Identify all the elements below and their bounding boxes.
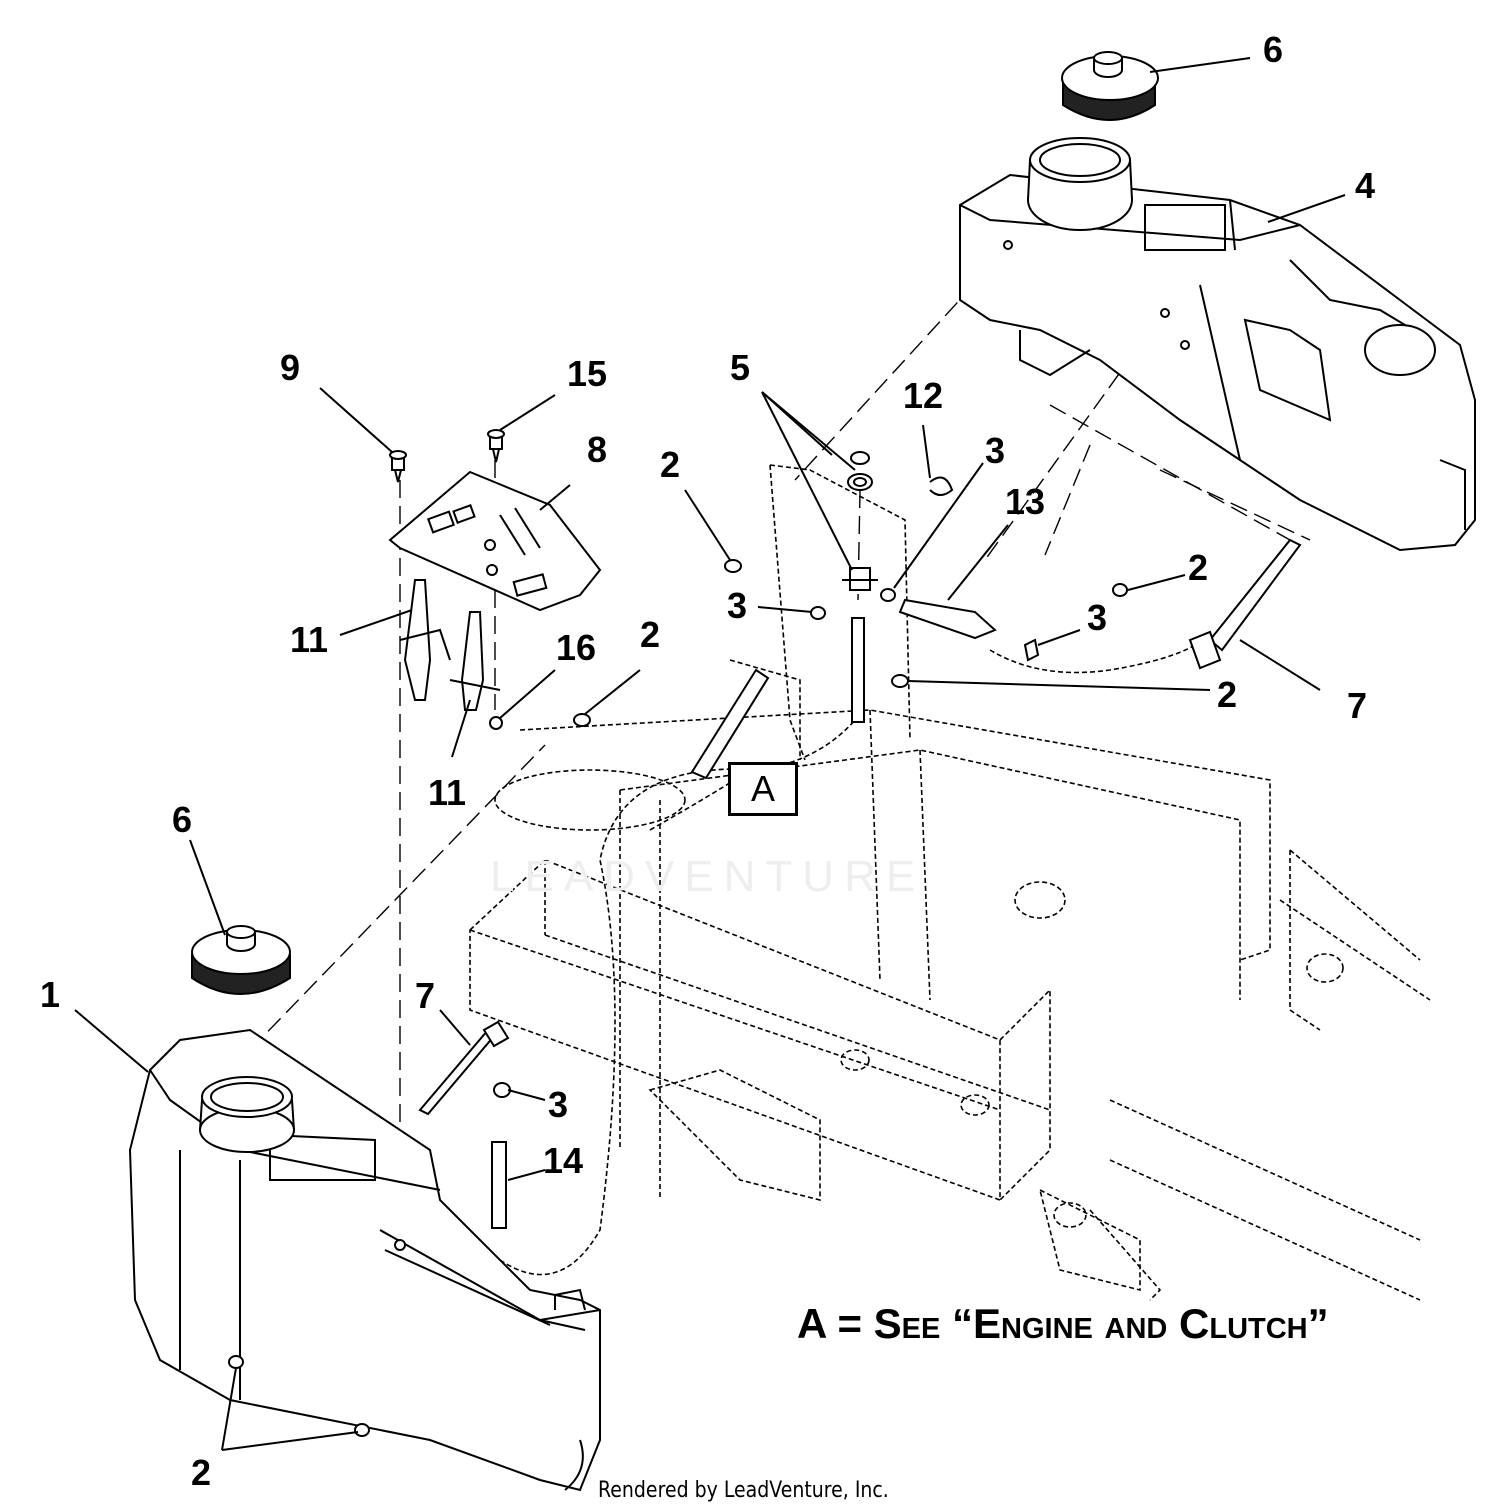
- reference-note: A = See “Engine and Clutch”: [797, 1300, 1329, 1347]
- callout-6-right: 6: [1263, 29, 1284, 70]
- left-fuel-cap: [191, 925, 291, 995]
- callout-11-lower: 11: [428, 772, 467, 813]
- callout-15: 15: [567, 353, 608, 394]
- callout-8: 8: [587, 429, 608, 470]
- watermark: LEADVENTURE: [490, 852, 926, 901]
- control-levers: [399, 579, 501, 711]
- callout-3-top: 3: [985, 430, 1006, 471]
- right-fuel-cap: [1061, 51, 1159, 121]
- callout-2-near-16: 2: [640, 614, 661, 655]
- callout-12: 12: [903, 375, 944, 416]
- callout-3-lower: 3: [548, 1084, 569, 1125]
- callout-11-upper: 11: [290, 619, 329, 660]
- callout-7-left: 7: [415, 975, 436, 1016]
- control-plate: [388, 470, 602, 612]
- render-credit: Rendered by LeadVenture, Inc.: [598, 1478, 889, 1503]
- callout-9: 9: [280, 347, 301, 388]
- callout-14: 14: [543, 1140, 584, 1181]
- callout-2-bottom: 2: [191, 1452, 212, 1493]
- left-fuel-tank: [128, 1028, 601, 1492]
- callout-2-upper: 2: [660, 444, 681, 485]
- callout-13: 13: [1005, 481, 1046, 522]
- right-fuel-tank: [959, 137, 1476, 552]
- callout-7-right: 7: [1347, 685, 1368, 726]
- callout-2-right: 2: [1188, 547, 1209, 588]
- callout-5: 5: [730, 347, 751, 388]
- callout-2-mid: 2: [1217, 674, 1238, 715]
- leader-lines: [74, 57, 1346, 1451]
- callout-3-mid: 3: [727, 585, 748, 626]
- callout-1: 1: [40, 974, 61, 1015]
- callout-6-left: 6: [172, 799, 193, 840]
- callout-3-right: 3: [1087, 597, 1108, 638]
- callout-16: 16: [556, 627, 597, 668]
- hardware: [228, 429, 1302, 1437]
- callout-4: 4: [1355, 165, 1376, 206]
- reference-box-a: A: [728, 762, 798, 816]
